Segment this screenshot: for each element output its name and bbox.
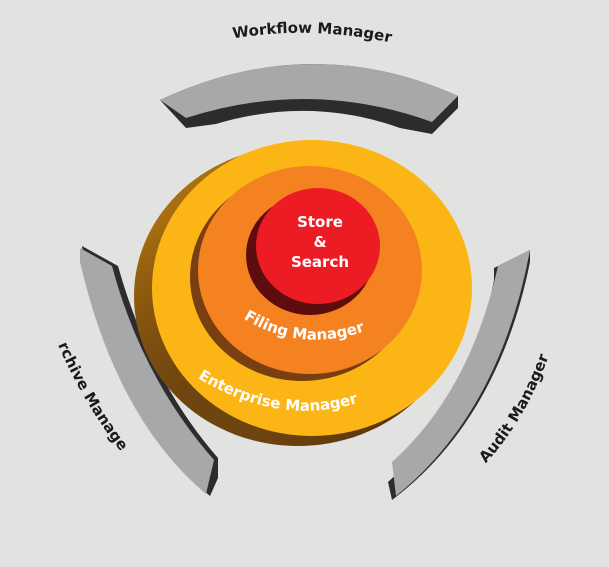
workflow-manager-label: Workflow Manager: [231, 19, 394, 47]
archive-arc-face: [80, 248, 214, 494]
workflow-arc-face: [160, 63, 458, 122]
audit-arc-face: [392, 250, 530, 496]
core-label-line3: Search: [291, 253, 349, 271]
core-label-line1: Store: [297, 213, 343, 231]
store-search-core: Store & Search: [246, 188, 380, 315]
core-label-line2: &: [313, 233, 326, 251]
core-face: [256, 188, 380, 304]
archive-manager-label: Archive Manager: [0, 0, 132, 454]
workflow-manager-module: Workflow Manager: [160, 19, 458, 134]
